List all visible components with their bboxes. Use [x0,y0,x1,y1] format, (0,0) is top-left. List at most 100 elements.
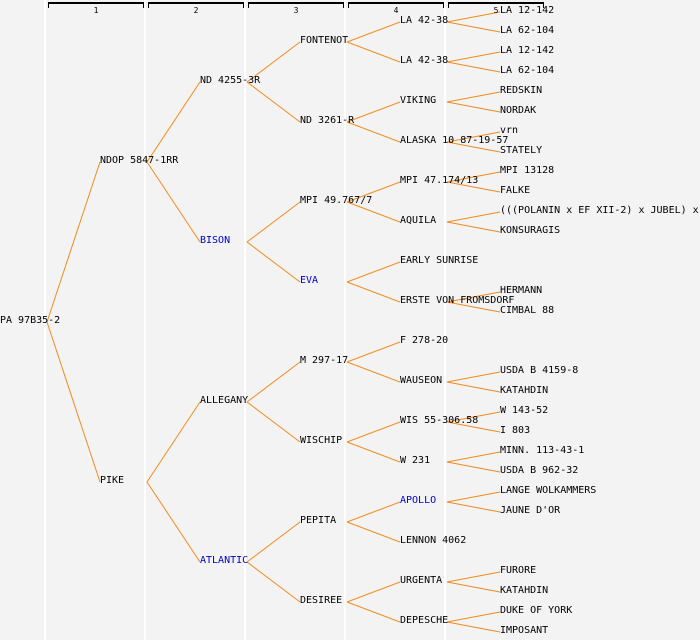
column-separator [244,0,246,640]
parent-link-line [346,501,401,523]
ancestor-gen5[interactable]: FALKE [500,185,531,196]
generation-header-4: 4 [348,2,444,15]
parent-link-line [346,201,401,223]
generation-header-5: 5 [448,2,544,15]
generation-header-3: 3 [248,2,344,15]
ancestor-gen5[interactable]: NORDAK [500,105,537,116]
ancestor-gen5[interactable]: I 803 [500,425,531,436]
ancestor-gen4[interactable]: DEPESCHE [400,615,449,626]
parent-link-line [446,501,501,513]
ancestor-gen4[interactable]: LENNON 4062 [400,535,467,546]
ancestor-gen3[interactable]: MPI 49.767/7 [300,195,373,206]
ancestor-gen5[interactable]: MPI 13128 [500,165,555,176]
ancestor-gen5[interactable]: (((POLANIN x EF XII-2) x JUBEL) x [500,205,699,216]
parent-link-line [346,121,401,143]
parent-link-line [446,61,501,73]
parent-link-line [446,91,501,103]
generation-number: 2 [193,6,199,15]
parent-link-line [246,241,301,283]
parent-link-line [446,451,501,463]
ancestor-gen3[interactable]: EVA [300,275,319,286]
ancestor-gen3[interactable]: WISCHIP [300,435,343,446]
ancestor-gen5[interactable]: LANGE WOLKAMMERS [500,485,597,496]
ancestor-gen4[interactable]: W 231 [400,455,431,466]
ancestor-gen5[interactable]: CIMBAL 88 [500,305,555,316]
ancestor-gen5[interactable]: USDA B 4159-8 [500,365,579,376]
parent-link-line [146,81,201,163]
ancestor-gen4[interactable]: ALASKA 10 87-19-57 [400,135,509,146]
ancestor-gen4[interactable]: MPI 47.174/13 [400,175,479,186]
ancestor-gen5[interactable]: IMPOSANT [500,625,549,636]
ancestor-gen4[interactable]: AQUILA [400,215,437,226]
ancestor-gen3[interactable]: ND 3261-R [300,115,355,126]
ancestor-gen4[interactable]: F 278-20 [400,335,449,346]
ancestor-gen5[interactable]: LA 62-104 [500,65,555,76]
ancestor-gen4[interactable]: LA 42-38 [400,15,449,26]
parent-link-line [346,421,401,443]
parent-link-line [346,181,401,203]
parent-link-line [446,11,501,23]
ancestor-gen2[interactable]: BISON [200,235,231,246]
ancestor-gen5[interactable]: KONSURAGIS [500,225,561,236]
parent-link-line [446,141,501,153]
ancestor-gen4[interactable]: APOLLO [400,495,437,506]
parent-link-line [246,201,301,243]
ancestor-gen5[interactable]: MINN. 113-43-1 [500,445,585,456]
parent-link-line [446,221,501,233]
ancestor-gen5[interactable]: KATAHDIN [500,385,549,396]
ancestor-gen4[interactable]: VIKING [400,95,437,106]
ancestor-gen3[interactable]: M 297-17 [300,355,349,366]
ancestor-gen5[interactable]: USDA B 962-32 [500,465,579,476]
ancestor-gen4[interactable]: WIS 55-306.58 [400,415,479,426]
parent-link-line [446,301,501,313]
ancestor-gen2[interactable]: ND 4255-3R [200,75,261,86]
column-separator [444,0,446,640]
parent-link-line [446,581,501,593]
ancestor-gen5[interactable]: KATAHDIN [500,585,549,596]
ancestor-gen5[interactable]: vrn [500,125,519,136]
ancestor-gen4[interactable]: LA 42-38 [400,55,449,66]
ancestor-gen5[interactable]: FURORE [500,565,537,576]
parent-link-line [446,291,501,303]
ancestor-gen5[interactable]: LA 12-142 [500,45,555,56]
ancestor-gen5[interactable]: REDSKIN [500,85,543,96]
parent-link-line [246,401,301,443]
ancestor-gen3[interactable]: PEPITA [300,515,337,526]
ancestor-gen5[interactable]: DUKE OF YORK [500,605,573,616]
ancestor-gen4[interactable]: WAUSEON [400,375,443,386]
parent-link-line [346,41,401,63]
parent-link-line [446,51,501,63]
generation-number: 3 [293,6,299,15]
ancestor-gen1[interactable]: PIKE [100,475,125,486]
column-separator [44,0,46,640]
parent-link-line [446,381,501,393]
ancestor-gen1[interactable]: NDOP 5847-1RR [100,155,179,166]
ancestor-gen5[interactable]: HERMANN [500,285,543,296]
ancestor-gen5[interactable]: W 143-52 [500,405,549,416]
parent-link-line [246,521,301,563]
parent-link-line [446,101,501,113]
ancestor-gen3[interactable]: FONTENOT [300,35,349,46]
generation-header-2: 2 [148,2,244,15]
ancestor-gen2[interactable]: ATLANTIC [200,555,249,566]
ancestor-gen4[interactable]: URGENTA [400,575,443,586]
ancestor-gen4[interactable]: EARLY SUNRISE [400,255,479,266]
parent-link-line [46,321,101,483]
ancestor-gen4[interactable]: ERSTE VON FROMSDORF [400,295,515,306]
ancestor-gen5[interactable]: LA 62-104 [500,25,555,36]
ancestor-gen5[interactable]: JAUNE D'OR [500,505,561,516]
ancestor-gen5[interactable]: STATELY [500,145,543,156]
parent-link-line [346,441,401,463]
parent-link-line [346,101,401,123]
root-cultivar[interactable]: PA 97B35-2 [0,315,61,326]
ancestor-gen2[interactable]: ALLEGANY [200,395,249,406]
parent-link-line [146,401,201,483]
ancestor-gen5[interactable]: LA 12-142 [500,5,555,16]
parent-link-line [346,21,401,43]
ancestor-gen3[interactable]: DESIREE [300,595,343,606]
parent-link-line [146,161,201,243]
generation-number: 5 [493,6,499,15]
parent-link-line [446,211,501,223]
parent-link-line [346,601,401,623]
parent-link-line [146,481,201,563]
